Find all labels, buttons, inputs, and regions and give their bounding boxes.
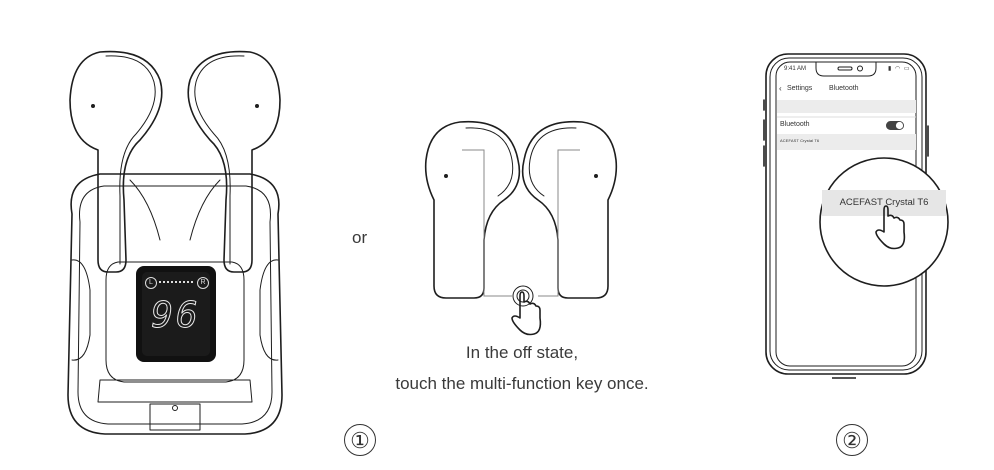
zoom-device-name[interactable]: ACEFAST Crystal T6 — [839, 197, 929, 208]
battery-digits: 96 — [151, 295, 201, 336]
step-number-1: ① — [344, 424, 376, 456]
step-number-2: ② — [836, 424, 868, 456]
battery-display: L R 96 — [143, 276, 209, 346]
caption-line-1: In the off state, — [465, 343, 579, 362]
or-label: or — [352, 228, 368, 247]
bluetooth-toggle-label: Bluetooth — [780, 121, 810, 128]
status-icons: ▮ ◠ ▭ — [888, 66, 911, 72]
back-chevron-icon[interactable]: ‹ — [779, 84, 782, 93]
battery-dots — [159, 281, 193, 285]
device-list-item[interactable]: ACEFAST Crystal T6 — [780, 138, 820, 143]
nav-title: Bluetooth — [829, 85, 859, 92]
bluetooth-toggle[interactable] — [886, 121, 904, 130]
status-time: 9:41 AM — [784, 66, 807, 72]
nav-back-button[interactable]: Settings — [787, 85, 813, 92]
left-badge: L — [145, 277, 157, 289]
caption-line-2: touch the multi-function key once. — [395, 374, 649, 393]
right-badge: R — [197, 277, 209, 289]
